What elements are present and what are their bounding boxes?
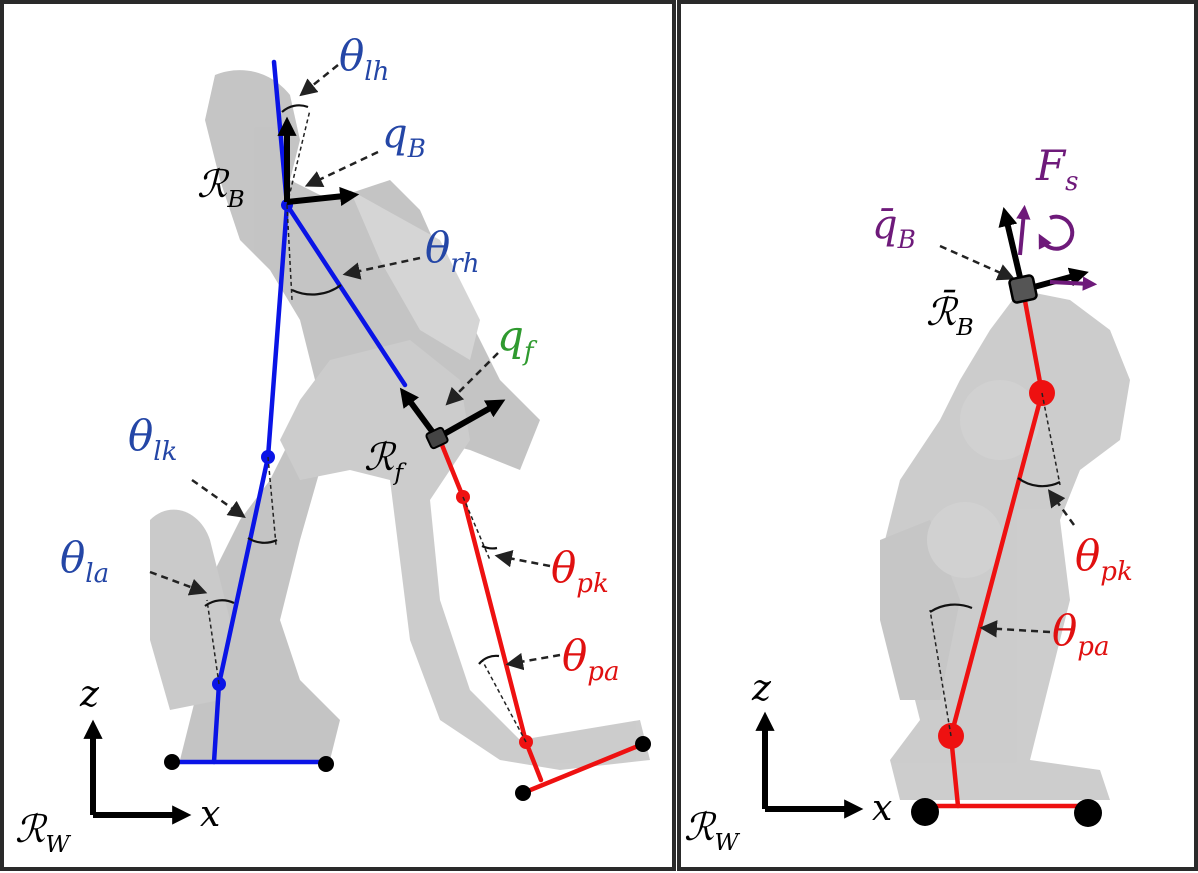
right-angle-arcs bbox=[929, 477, 1061, 613]
label-r-b: ℛB bbox=[197, 162, 245, 213]
label-r-w-right: ℛW bbox=[684, 805, 740, 856]
prosthesis-leg-links bbox=[437, 437, 646, 796]
label-theta-rh: θrh bbox=[425, 223, 480, 279]
right-world-frame-axes bbox=[755, 711, 864, 819]
left-world-frame-axes bbox=[83, 719, 192, 825]
label-theta-pk-right: θpk bbox=[1075, 531, 1133, 587]
external-torque-icon bbox=[1038, 214, 1075, 251]
label-theta-la: θla bbox=[60, 533, 109, 589]
human-foot-contacts bbox=[164, 754, 334, 772]
label-rbar-b: ℛ̄B bbox=[926, 289, 974, 341]
label-axis-z-left: z bbox=[79, 674, 100, 715]
label-theta-pk: θpk bbox=[551, 543, 609, 599]
label-q-f: qf bbox=[497, 311, 538, 367]
foot-imu-icon bbox=[425, 426, 449, 450]
body-imu-icon bbox=[1008, 274, 1038, 304]
label-theta-pa: θpa bbox=[562, 631, 619, 687]
right-label-arrows bbox=[939, 244, 1076, 638]
left-photo-background bbox=[150, 70, 650, 770]
right-reference-lines bbox=[929, 392, 1061, 737]
label-r-w-left: ℛW bbox=[15, 807, 71, 858]
left-reference-lines bbox=[206, 109, 527, 743]
external-force-arrows bbox=[1016, 204, 1098, 291]
label-theta-lh: θlh bbox=[339, 31, 389, 87]
label-theta-pa-right: θpa bbox=[1052, 606, 1109, 662]
label-axis-z-right: z bbox=[751, 668, 772, 709]
label-axis-x-right: x bbox=[872, 788, 892, 829]
label-axis-x-left: x bbox=[200, 794, 220, 835]
right-foot-contacts bbox=[911, 798, 1102, 827]
right-prosthesis-links bbox=[922, 287, 1091, 809]
left-angle-arcs bbox=[204, 104, 500, 665]
label-f-s: Fs bbox=[1035, 141, 1079, 197]
left-panel-border bbox=[0, 0, 676, 871]
body-frame-axes bbox=[277, 116, 360, 206]
label-q-b: qB bbox=[382, 111, 426, 163]
prosthesis-foot-contacts bbox=[515, 736, 651, 801]
left-label-arrows bbox=[149, 64, 561, 671]
label-theta-lk: θlk bbox=[128, 411, 177, 467]
right-photo-background bbox=[880, 290, 1130, 800]
label-qbar-b: q̄B bbox=[872, 202, 916, 254]
